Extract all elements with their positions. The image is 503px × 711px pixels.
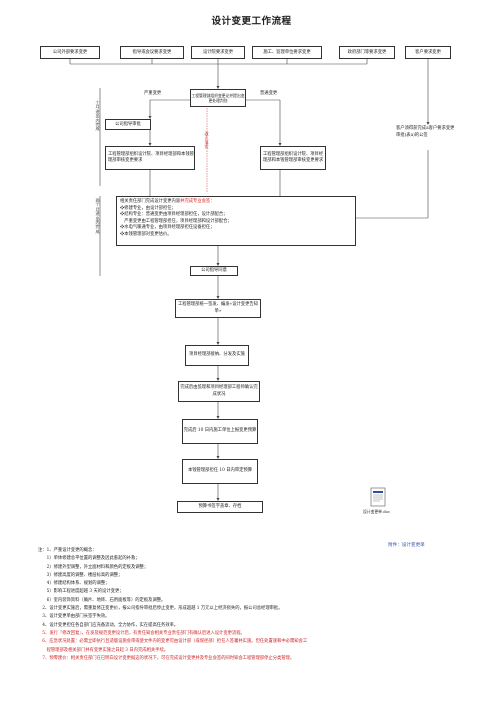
red-vertical-label: 改正落实: [204, 131, 209, 150]
side-label-lower: 两个月进出内完成: [95, 198, 100, 234]
big-content-box: 相关责任部门完成设计变更内容并完成专业会签： ❖修建专业，由设计部担任； ❖结构…: [116, 196, 356, 246]
note-line: 1）单体修建总平位置的调整及因此惹起的补救；: [38, 556, 140, 562]
big-box-line: ❖水电气暖通专业，由项目经理部担任设备担任；: [120, 225, 215, 230]
cost-review-box: 本钱管理部担任 10 日内审定预算: [182, 459, 258, 484]
archive-box: 预算书签字盖章、存档: [177, 501, 263, 513]
note-line: 6）室内装饰资料（确片、地砖、石用面板等）的定板及调整。: [38, 597, 166, 603]
note-line: 4、设计变更担任各自部门应充备流动，全力协作，实在提高任务效率。: [38, 622, 179, 628]
word-document-icon[interactable]: [369, 487, 387, 507]
page-title: 设计变更工作流程: [211, 16, 292, 27]
customer-note: 客户须得获完成a客户要求变更审批(表a)的公签: [396, 126, 455, 138]
left-detail-box: 工程管理部组织设计院、项目经理部和本钱管理部审核变更要求: [105, 146, 195, 170]
note-line: 5）影响工程进度超越 3 天的设计变更；: [38, 589, 124, 595]
source-construction-supervision: 施工、监理单位要求变更: [252, 46, 322, 59]
source-company-external: 公司外部要求变更: [40, 46, 100, 59]
file-name-label: 设计变更单.doc: [363, 509, 391, 514]
confirm-completion-box: 完成后由监理和项目经理部工程师确认完成状况: [178, 381, 260, 402]
source-customer: 客户要求变更: [405, 46, 451, 59]
receive-implement-box: 项目经理部接纳、分发及实施: [185, 345, 249, 366]
big-box-head: 相关责任部门完成设计变更内容并完成专业会签：: [120, 199, 352, 206]
decision-box: 工程管理部组织变更论并提出变更处理判别: [190, 89, 246, 107]
note-line: 3）修建高度的调整、楼层标高的调整；: [38, 572, 123, 578]
note-line-red: 程管理部及相关部门并有变更实施之日起 3 日内完成相关手续。: [38, 647, 169, 653]
right-detail-box: 工程管理部组织设计院、项目经理部和本钱管理部审核变更要求: [260, 146, 326, 170]
note-line-red: 7、预零建价：相关责任部门在已明白设计变更据这的状况下，可在完成设计变更并及专业…: [38, 655, 295, 661]
budget-report-box: 完成后 10 日内施工单位上报变更预算: [182, 419, 258, 444]
big-box-line: ❖结构专业：普通变更由项目经理部担任，设计部配合；: [120, 212, 228, 217]
big-box-line: ❖本钱管理部对变更估价。: [120, 231, 172, 237]
note-line: 3、设计变更单由部门长签字失效。: [38, 614, 110, 620]
note-line-red: 5、发行『修改回复』，在发及规范变更设计后，有责任知会相关专业责任部门有确认后进…: [38, 630, 245, 636]
note-line: 2）修建外型调整，外立面材料和颜色的定板及调整；: [38, 564, 149, 570]
company-guide-approval: 公司指导审批: [105, 119, 151, 130]
big-box-line: 严重变更由工程管理部担任，项目经理部和设计部配合；: [120, 218, 232, 224]
note-line-red: 6、应急状况处置：必需立即执行且适版设施会审或使文件内的变更可由设计部（或保径部…: [38, 639, 308, 645]
branch-normal: 普通变更: [260, 91, 278, 96]
big-box-head-red: 并完成专业会签：: [180, 199, 215, 204]
company-agree-box: 公司指导同意: [190, 266, 238, 276]
big-box-head-text: 相关责任部门完成设计变更内容: [120, 199, 181, 204]
big-box-line: ❖修建专业，由设计部担任；: [120, 205, 176, 211]
note-line: 4）修建结构体系、规划的调整；: [38, 581, 110, 587]
notes-section: 注：1、严重设计变更的概念： 1）单体修建总平位置的调整及因此惹起的补救； 2）…: [38, 547, 478, 663]
source-government: 政府部门等要求变更: [339, 46, 395, 59]
unify-issue-box: 工程管理部统一签发、编发«设计变更告知单»: [175, 299, 261, 318]
source-design-institute: 设计院要求变更: [191, 46, 245, 59]
note-line: 2、设计变更实施后，需重复修正变更价，报公司指导审批后停止变更，形成超越 1 万…: [38, 606, 283, 612]
note-line: 注：1、严重设计变更的概念：: [38, 548, 97, 553]
source-leader-meeting: 指导或会议要求变更: [120, 46, 184, 59]
side-label-upper: 个月进出内完成: [95, 100, 100, 132]
attachment-link[interactable]: 附件：设计变更单: [388, 543, 425, 548]
branch-serious: 严重变更: [144, 91, 162, 96]
